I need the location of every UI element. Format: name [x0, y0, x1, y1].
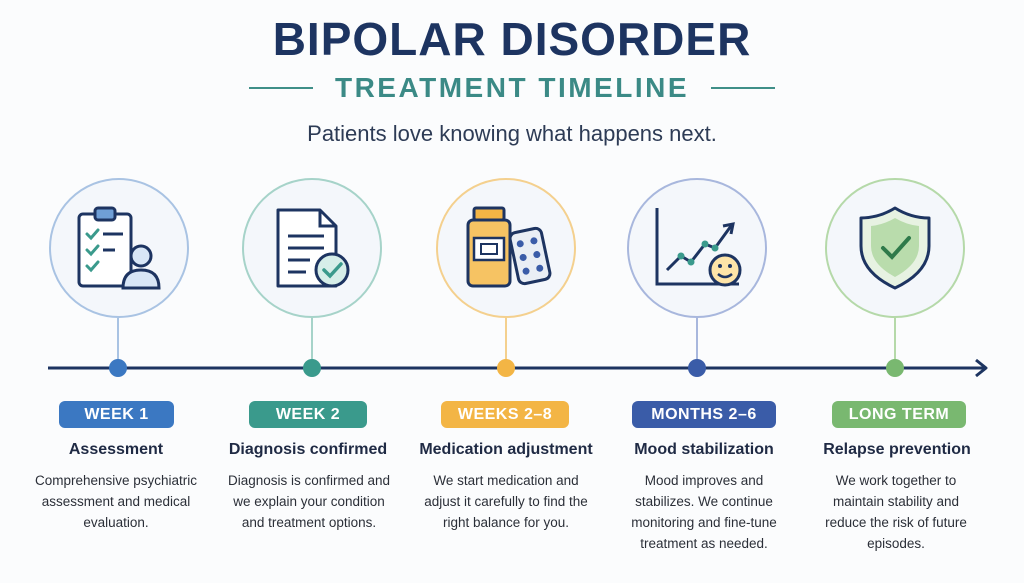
shield-check-icon — [859, 206, 931, 290]
document-check-icon — [276, 208, 350, 288]
period-badge-long-term: LONG TERM — [832, 401, 966, 428]
step-heading-medication: Medication adjustment — [419, 441, 593, 458]
connector-medication — [505, 318, 507, 359]
timeline-dot-diagnosis — [303, 359, 321, 377]
timeline-dot-assessment — [109, 359, 127, 377]
subtitle-row: TREATMENT TIMELINE — [0, 72, 1024, 104]
connector-relapse — [894, 318, 896, 359]
period-badge-week-1: WEEK 1 — [59, 401, 174, 428]
step-heading-relapse: Relapse prevention — [823, 441, 971, 458]
step-description-diagnosis: Diagnosis is confirmed and we explain yo… — [227, 473, 391, 530]
medication-bottle-icon — [466, 206, 552, 288]
period-badge-months-2-6: MONTHS 2–6 — [632, 401, 776, 428]
timeline-dot-medication — [497, 359, 515, 377]
clipboard-checklist-icon — [77, 206, 161, 290]
step-heading-mood: Mood stabilization — [634, 441, 774, 458]
subtitle-rule-right — [711, 87, 775, 89]
tagline: Patients love knowing what happens next. — [307, 121, 717, 146]
step-circle-medication — [436, 178, 576, 318]
connector-assessment — [117, 318, 119, 359]
step-description-medication: We start medication and adjust it carefu… — [424, 473, 588, 530]
step-circle-mood — [627, 178, 767, 318]
step-circle-diagnosis — [242, 178, 382, 318]
page-title: BIPOLAR DISORDER — [272, 13, 752, 65]
period-badge-weeks-2-8: WEEKS 2–8 — [441, 401, 569, 428]
step-circle-relapse — [825, 178, 965, 318]
connector-mood — [696, 318, 698, 359]
step-circle-assessment — [49, 178, 189, 318]
step-description-assessment: Comprehensive psychiatric assessment and… — [34, 473, 198, 530]
step-heading-assessment: Assessment — [68, 441, 164, 458]
timeline-dot-mood — [688, 359, 706, 377]
step-description-relapse: We work together to maintain stability a… — [825, 473, 967, 551]
page-subtitle: TREATMENT TIMELINE — [334, 72, 689, 103]
mood-chart-icon — [655, 208, 742, 287]
subtitle-rule-left — [248, 87, 313, 89]
timeline-dot-relapse — [886, 359, 904, 377]
connector-diagnosis — [311, 318, 313, 359]
step-heading-diagnosis: Diagnosis confirmed — [228, 441, 388, 458]
period-badge-week-2: WEEK 2 — [249, 401, 367, 428]
step-description-mood: Mood improves and stabilizes. We continu… — [631, 473, 777, 551]
